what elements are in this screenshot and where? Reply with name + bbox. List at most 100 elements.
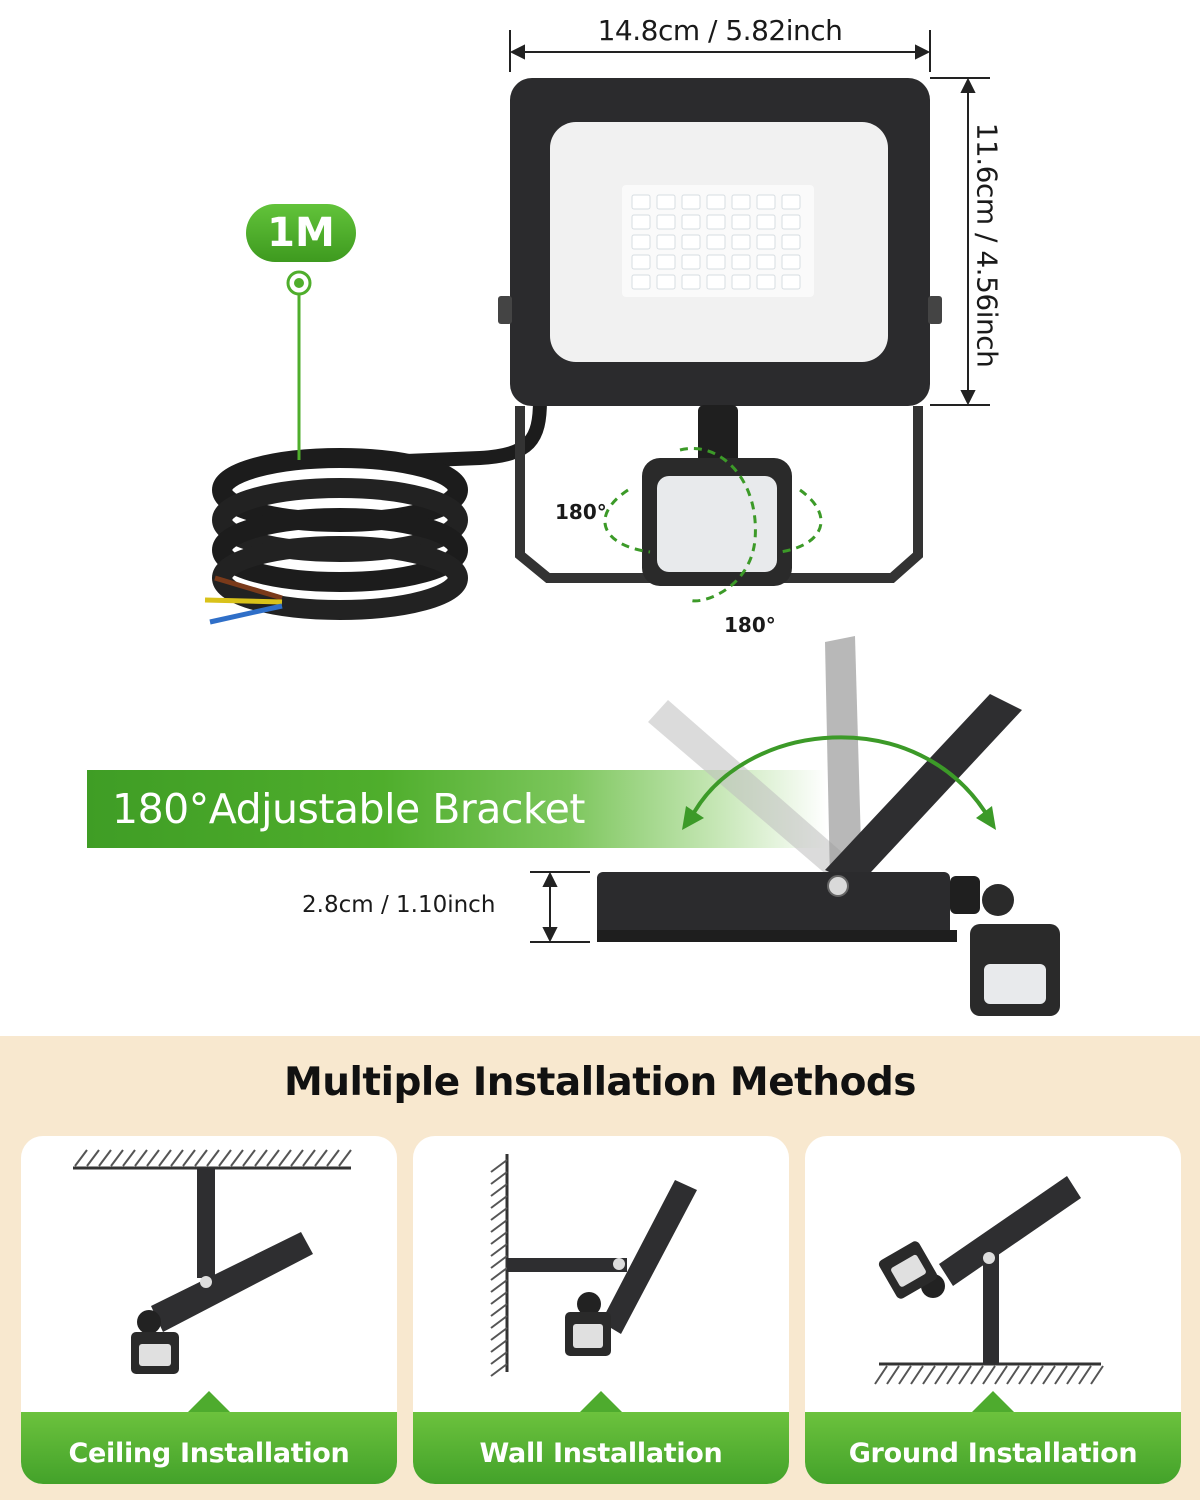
bracket-ghost-vertical [825,636,862,882]
led-chip [731,194,751,210]
led-chip [656,194,676,210]
hatch-line [490,1207,508,1221]
led-chip [706,214,726,230]
led-chip [781,214,801,230]
width-dimension-line [509,30,931,72]
bracket-ghost-left [648,700,860,888]
hatch-line [314,1149,328,1167]
hatch-line [490,1339,508,1353]
hatch-line [490,1183,508,1197]
hatch-line [490,1243,508,1257]
led-chip [681,234,701,250]
floodlight-front-illustration [204,30,990,625]
sensor-horizontal-angle: 180° [555,500,607,524]
ceiling-pointer-icon [186,1391,232,1414]
hatch-line [338,1149,352,1167]
hatch-line [490,1231,508,1245]
ground-mount-icon [874,1176,1104,1385]
ground-installation-label: Ground Installation [805,1412,1181,1484]
hatch-line [958,1365,972,1385]
hatch-line [490,1363,508,1377]
wall-installation-label: Wall Installation [413,1412,789,1484]
hatch-line [110,1149,124,1167]
led-chip [631,254,651,270]
hatch-line [1018,1365,1032,1385]
hatch-line [86,1149,100,1167]
hatch-line [490,1279,508,1293]
bracket-swing-arrow [688,735,992,822]
led-array-icon [631,194,801,290]
hatch-line [922,1365,936,1385]
hatch-line [1042,1365,1056,1385]
hatch-line [1054,1365,1068,1385]
ground-pointer-icon [970,1391,1016,1414]
hatch-line [490,1327,508,1341]
hatch-line [206,1149,220,1167]
hatch-line [874,1365,888,1385]
floodlight-body-side [597,872,950,942]
hatch-line [218,1149,232,1167]
led-chip [706,234,726,250]
hatch-line [302,1149,316,1167]
hatch-line [1006,1365,1020,1385]
wall-pointer-icon [578,1391,624,1414]
hatch-line [490,1351,508,1365]
hatch-line [242,1149,256,1167]
hatch-line [170,1149,184,1167]
cable-length-pointer [286,270,312,460]
hatch-line [146,1149,160,1167]
led-chip [756,254,776,270]
led-chip [781,274,801,290]
wall-mount-icon [490,1154,697,1377]
hatch-line [490,1291,508,1305]
hatch-line [982,1365,996,1385]
hatch-line [490,1195,508,1209]
motion-sensor-side-icon [950,876,1060,1016]
hatch-line [490,1171,508,1185]
hatch-line [122,1149,136,1167]
hatch-line [490,1219,508,1233]
led-chip [756,214,776,230]
hatch-line [230,1149,244,1167]
width-dimension-label: 14.8cm / 5.82inch [597,14,843,47]
hatch-line [490,1303,508,1317]
sensor-rotation-arrows [603,447,823,603]
led-chip [681,214,701,230]
hatch-line [490,1255,508,1269]
ceiling-installation-label: Ceiling Installation [21,1412,397,1484]
cable-length-badge: 1M [246,204,356,262]
led-chip [756,194,776,210]
led-chip [756,234,776,250]
hatch-line [1030,1365,1044,1385]
depth-dimension-label: 2.8cm / 1.10inch [302,892,496,918]
led-chip [681,194,701,210]
hatch-line [934,1365,948,1385]
hatch-line [290,1149,304,1167]
hatch-line [490,1159,508,1173]
depth-dimension-line [530,871,590,943]
led-chip [656,234,676,250]
led-chip [631,234,651,250]
hatch-line [194,1149,208,1167]
power-cable-icon [204,399,547,625]
height-dimension-label: 11.6cm / 4.56inch [970,122,1004,368]
led-chip [731,274,751,290]
ceiling-mount-icon [73,1149,352,1374]
led-chip [731,234,751,250]
hatch-line [182,1149,196,1167]
hatch-line [490,1315,508,1329]
hatch-line [946,1365,960,1385]
installation-title: Multiple Installation Methods [283,1060,917,1105]
hatch-line [1090,1365,1104,1385]
bracket-feature-title: 180°Adjustable Bracket [112,785,585,833]
sensor-vertical-angle: 180° [724,613,776,637]
hatch-line [98,1149,112,1167]
hatch-line [134,1149,148,1167]
ceiling-installation-card: Ceiling Installation [21,1136,397,1484]
hatch-line [1066,1365,1080,1385]
wall-installation-card: Wall Installation [413,1136,789,1484]
led-chip [656,274,676,290]
led-chip [781,194,801,210]
hatch-line [970,1365,984,1385]
hatch-line [1078,1365,1092,1385]
